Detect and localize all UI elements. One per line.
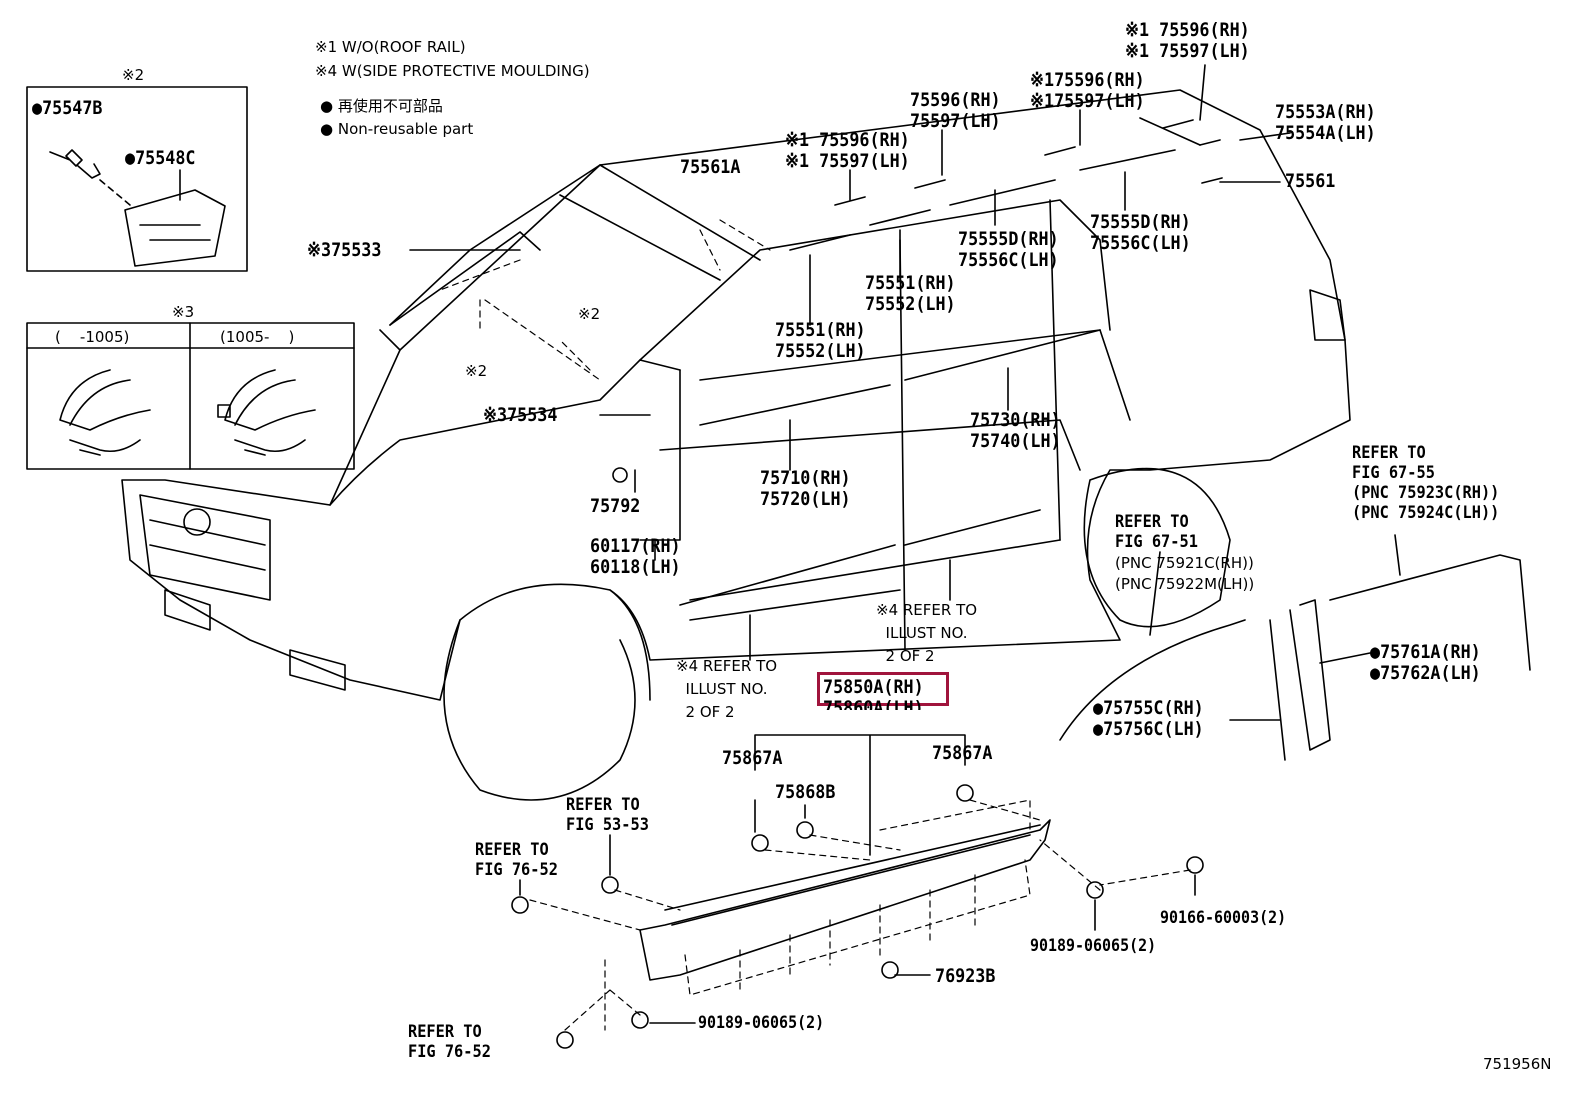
part-90189-right[interactable]: 90189-06065(2) — [1030, 936, 1157, 956]
part-75730[interactable]: 75730(RH) — [970, 409, 1061, 431]
clip-inset-box — [26, 86, 248, 272]
part-60118[interactable]: 60118(LH) — [590, 556, 681, 578]
part-75597-lh[interactable]: 75597(LH) — [910, 110, 1001, 132]
part-90189-bottom[interactable]: 90189-06065(2) — [698, 1013, 825, 1033]
refer-fig-53-53[interactable]: REFER TO FIG 53-53 — [566, 795, 649, 835]
part-75552-lower[interactable]: 75552(LH) — [775, 340, 866, 362]
part-75850a[interactable]: 75850A(RH) — [823, 676, 924, 698]
part-75554a[interactable]: 75554A(LH) — [1275, 122, 1376, 144]
part-75561a[interactable]: 75561A — [680, 156, 741, 178]
refer-illust-right[interactable]: ※4 REFER TO ILLUST NO. 2 OF 2 — [876, 601, 978, 665]
vehicle-body — [121, 89, 1351, 701]
part-75551-upper[interactable]: 75551(RH) — [865, 272, 956, 294]
part-75551-lower[interactable]: 75551(RH) — [775, 319, 866, 341]
part-75596-rh-top[interactable]: ※1 75596(RH) — [1125, 19, 1250, 41]
part-75867a-left[interactable]: 75867A — [722, 747, 783, 769]
note-nonreusable-jp: ● 再使用不可部品 — [320, 97, 443, 115]
clip-inset-mark: ※2 — [122, 66, 145, 84]
part-75553a[interactable]: 75553A(RH) — [1275, 101, 1376, 123]
refer-fig-67-55[interactable]: REFER TO FIG 67-55 (PNC 75923C(RH)) (PNC… — [1352, 443, 1500, 523]
refer-fig-67-51[interactable]: REFER TO FIG 67-51 — [1115, 512, 1198, 552]
part-75761a[interactable]: ●75761A(RH) — [1370, 641, 1481, 663]
part-75756c[interactable]: ●75756C(LH) — [1093, 718, 1204, 740]
part-75867a-right[interactable]: 75867A — [932, 742, 993, 764]
part-75534[interactable]: ※375534 — [483, 404, 558, 426]
selected-part-highlight — [817, 672, 949, 706]
part-75720[interactable]: 75720(LH) — [760, 488, 851, 510]
cowl-col-after: (1005- ) — [220, 328, 295, 346]
part-75533[interactable]: ※375533 — [307, 239, 382, 261]
part-90166[interactable]: 90166-60003(2) — [1160, 908, 1287, 928]
part-75792[interactable]: 75792 — [590, 495, 641, 517]
part-60117[interactable]: 60117(RH) — [590, 535, 681, 557]
part-75556c-rear[interactable]: 75556C(LH) — [1090, 232, 1191, 254]
cowl-col-before: ( -1005) — [55, 328, 130, 346]
part-75548c[interactable]: ●75548C — [125, 147, 196, 169]
part-175597-lh[interactable]: ※175597(LH) — [1030, 90, 1145, 112]
part-75860a[interactable]: 75860A(LH) — [823, 698, 924, 710]
part-75868b[interactable]: 75868B — [775, 781, 836, 803]
cowl-inset-mark: ※3 — [172, 303, 195, 321]
note-roof-rail: ※1 W/O(ROOF RAIL) — [315, 38, 466, 56]
part-75597-lh-top[interactable]: ※1 75597(LH) — [1125, 40, 1250, 62]
refer-fig-67-51-pnc: (PNC 75921C(RH)) (PNC 75922M(LH)) — [1115, 554, 1255, 593]
part-75740[interactable]: 75740(LH) — [970, 430, 1061, 452]
part-75561[interactable]: 75561 — [1285, 170, 1336, 192]
part-76923b[interactable]: 76923B — [935, 965, 996, 987]
part-75762a[interactable]: ●75762A(LH) — [1370, 662, 1481, 684]
refer-fig-76-52-bottom[interactable]: REFER TO FIG 76-52 — [408, 1022, 491, 1062]
part-75547b[interactable]: ●75547B — [32, 97, 103, 119]
diagram-serial: 751956N — [1483, 1055, 1552, 1073]
part-75755c[interactable]: ●75755C(RH) — [1093, 697, 1204, 719]
note-side-moulding: ※4 W(SIDE PROTECTIVE MOULDING) — [315, 62, 590, 80]
part-175596-rh[interactable]: ※175596(RH) — [1030, 69, 1145, 91]
rocker-panel — [639, 819, 1051, 981]
clip-mark-b: ※2 — [465, 362, 488, 380]
part-75556c-mid[interactable]: 75556C(LH) — [958, 249, 1059, 271]
part-75555d-mid[interactable]: 75555D(RH) — [958, 228, 1059, 250]
part-75596-rh[interactable]: 75596(RH) — [910, 89, 1001, 111]
part-75555d-rear[interactable]: 75555D(RH) — [1090, 211, 1191, 233]
part-75596-rh-b[interactable]: ※1 75596(RH) — [785, 129, 910, 151]
part-75597-lh-b[interactable]: ※1 75597(LH) — [785, 150, 910, 172]
part-75710[interactable]: 75710(RH) — [760, 467, 851, 489]
part-75552-upper[interactable]: 75552(LH) — [865, 293, 956, 315]
note-nonreusable-en: ● Non-reusable part — [320, 120, 474, 138]
clip-mark-a: ※2 — [578, 305, 601, 323]
refer-illust-left[interactable]: ※4 REFER TO ILLUST NO. 2 OF 2 — [676, 657, 778, 721]
refer-fig-76-52-top[interactable]: REFER TO FIG 76-52 — [475, 840, 558, 880]
